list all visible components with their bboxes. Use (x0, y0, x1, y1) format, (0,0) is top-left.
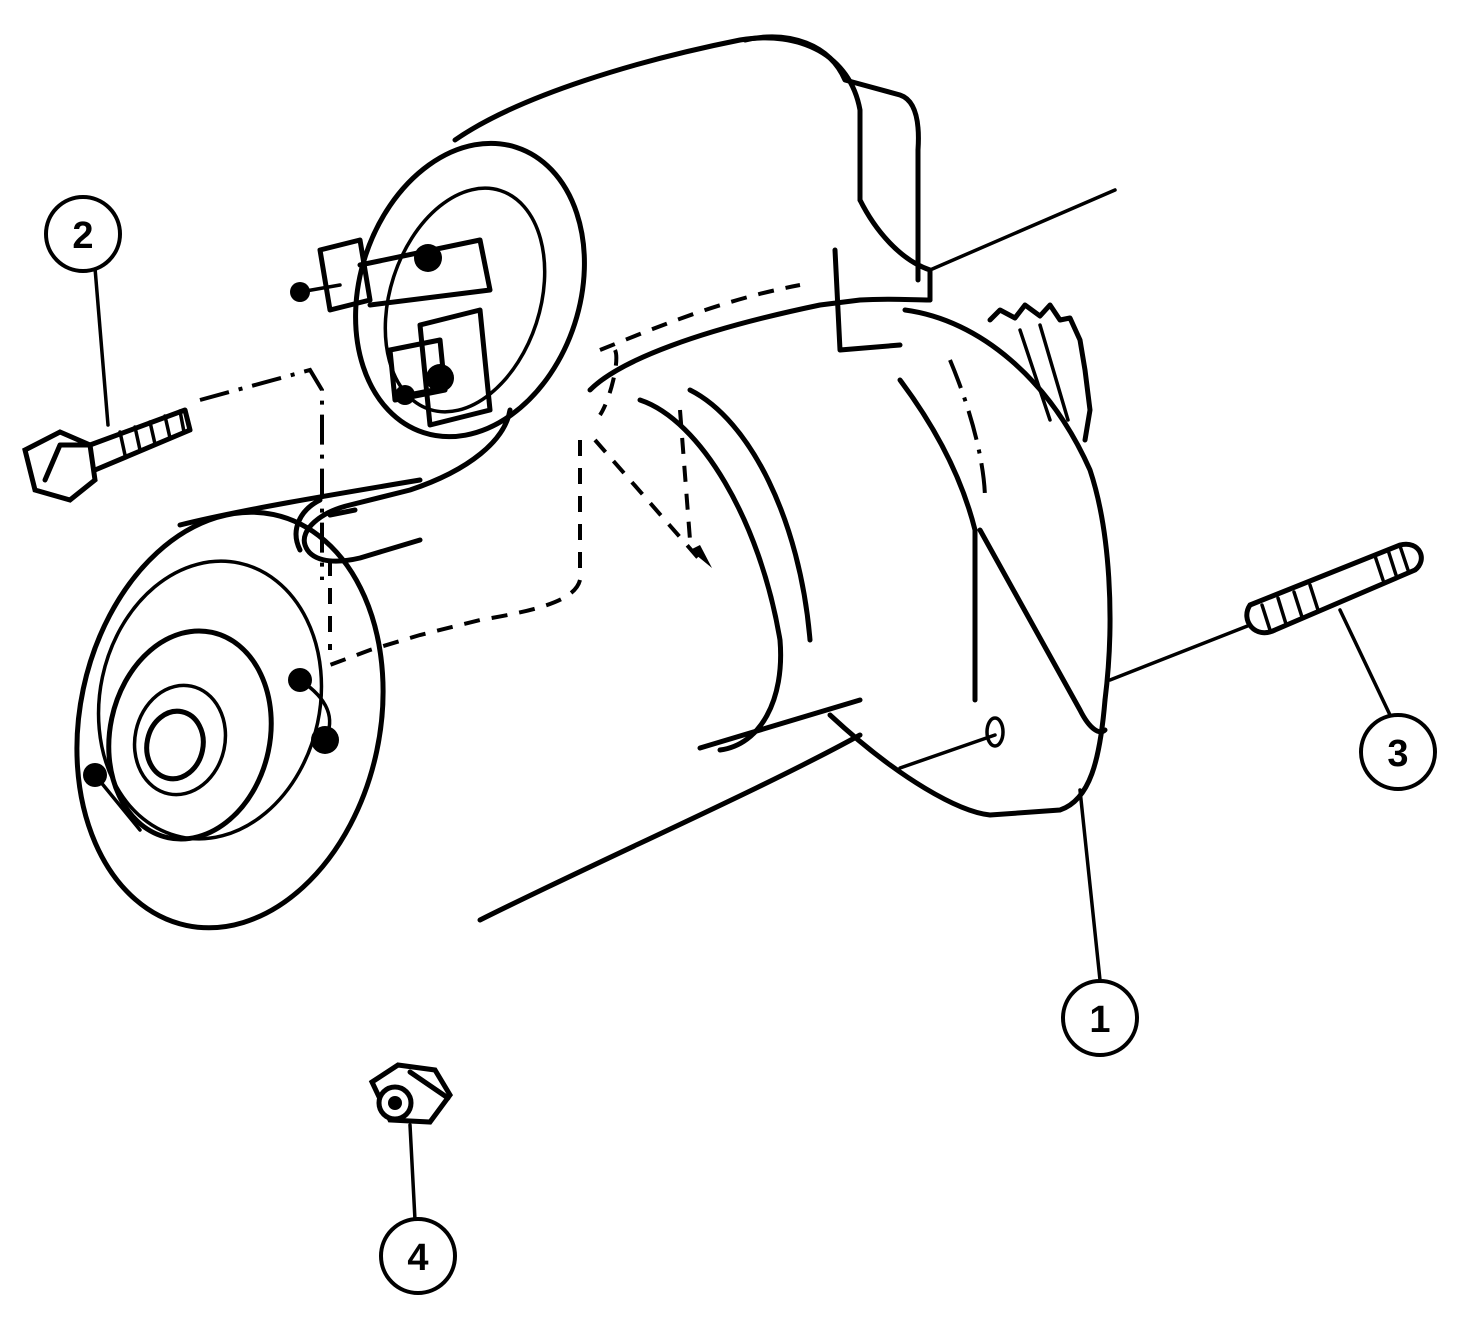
callout-2: 2 (44, 195, 122, 273)
callout-1-label: 1 (1089, 999, 1110, 1041)
callout-2-label: 2 (72, 215, 93, 257)
leader-line-2 (93, 266, 110, 427)
starter-motor (74, 34, 1252, 931)
callout-4-label: 4 (407, 1237, 428, 1279)
callout-1: 1 (1061, 979, 1139, 1057)
pinion-gear (987, 302, 1093, 443)
leader-line-4 (408, 1123, 417, 1222)
callout-3-label: 3 (1387, 733, 1408, 775)
mounting-stud (1244, 541, 1424, 636)
callout-3: 3 (1359, 713, 1437, 791)
hex-nut (368, 1062, 454, 1125)
leader-line-3 (1338, 608, 1392, 717)
callout-4: 4 (379, 1217, 457, 1295)
solenoid-terminals (290, 237, 493, 428)
leader-line-1 (1078, 788, 1102, 982)
mounting-bolt (22, 367, 324, 580)
